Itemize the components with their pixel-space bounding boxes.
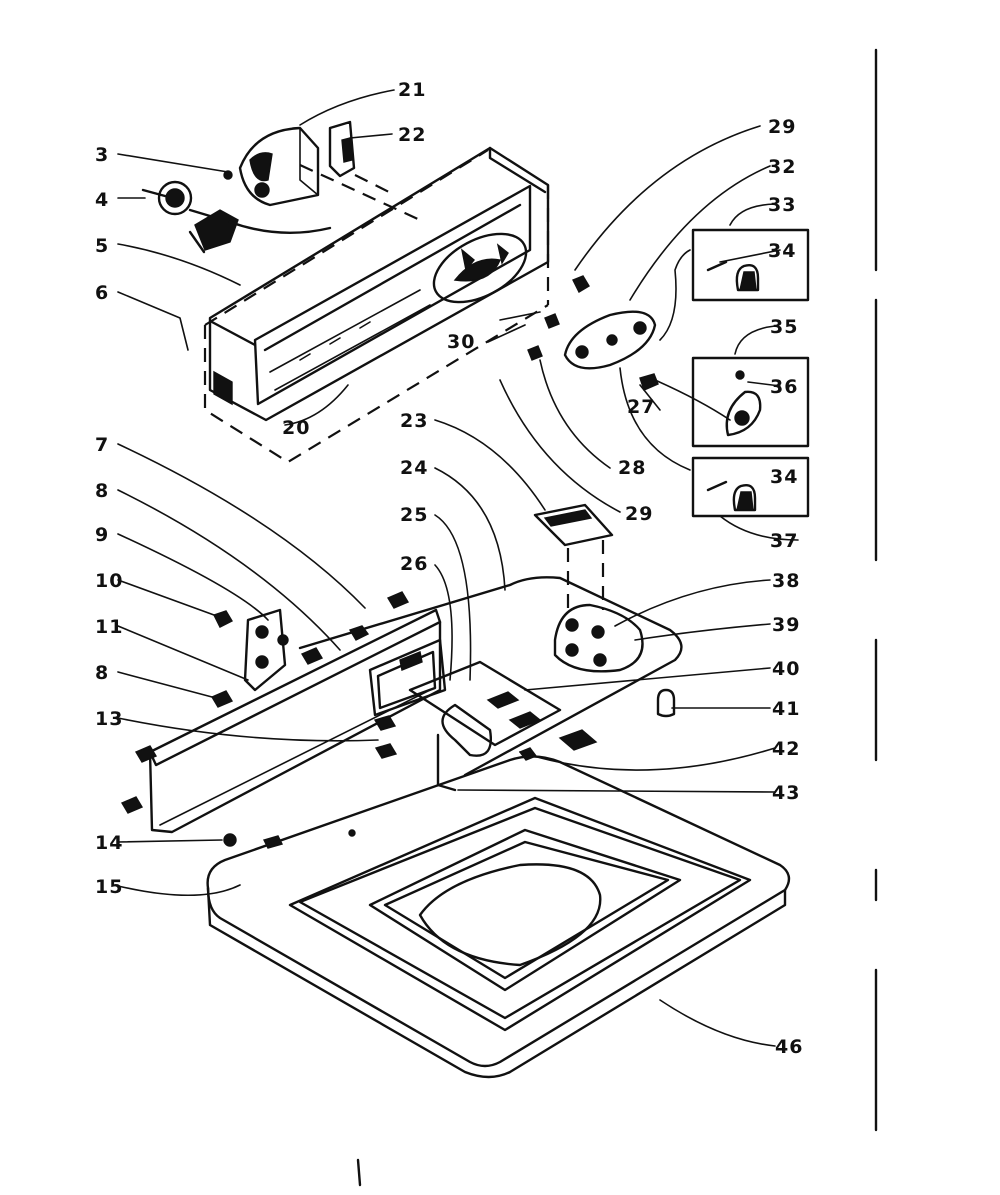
label-27: 27 — [627, 396, 655, 418]
label-37: 37 — [770, 530, 798, 552]
washer-top-cover — [206, 755, 791, 1079]
label-22: 22 — [398, 124, 426, 146]
label-41: 41 — [772, 698, 800, 720]
leader-lines — [117, 89, 799, 1047]
label-33: 33 — [768, 194, 796, 216]
label-8-top: 8 — [95, 480, 109, 502]
label-11: 11 — [95, 616, 123, 638]
label-42: 42 — [772, 738, 800, 760]
dashed-outline-console — [203, 149, 550, 464]
part-labels: 21 22 3 4 5 6 20 29 32 33 34 35 36 27 28… — [95, 79, 803, 1058]
label-30: 30 — [447, 331, 475, 353]
label-8-bottom: 8 — [95, 662, 109, 684]
label-10: 10 — [95, 570, 123, 592]
label-38: 38 — [772, 570, 800, 592]
label-46: 46 — [775, 1036, 803, 1058]
label-39: 39 — [772, 614, 800, 636]
top-panel — [298, 503, 683, 777]
label-6: 6 — [95, 282, 109, 304]
label-21: 21 — [398, 79, 426, 101]
label-26: 26 — [400, 553, 428, 575]
label-35: 35 — [770, 316, 798, 338]
label-36: 36 — [770, 376, 798, 398]
label-43: 43 — [772, 782, 800, 804]
label-28: 28 — [618, 457, 646, 479]
label-34-bottom: 34 — [770, 466, 798, 488]
label-23: 23 — [400, 410, 428, 432]
label-25: 25 — [400, 504, 428, 526]
label-32: 32 — [768, 156, 796, 178]
label-40: 40 — [772, 658, 800, 680]
label-5: 5 — [95, 235, 109, 257]
label-15: 15 — [95, 876, 123, 898]
label-20: 20 — [282, 417, 310, 439]
label-29-bottom: 29 — [625, 503, 653, 525]
label-34-top: 34 — [768, 240, 796, 262]
timer-assembly — [141, 120, 421, 254]
label-4: 4 — [95, 189, 109, 211]
label-14: 14 — [95, 832, 123, 854]
label-3: 3 — [95, 144, 109, 166]
front-panel-bracket — [120, 591, 598, 849]
label-24: 24 — [400, 457, 428, 479]
control-knob-group — [499, 228, 810, 518]
margin-line — [356, 48, 878, 1187]
label-29-top: 29 — [768, 116, 796, 138]
label-9: 9 — [95, 524, 109, 546]
label-7: 7 — [95, 434, 109, 456]
label-13: 13 — [95, 708, 123, 730]
